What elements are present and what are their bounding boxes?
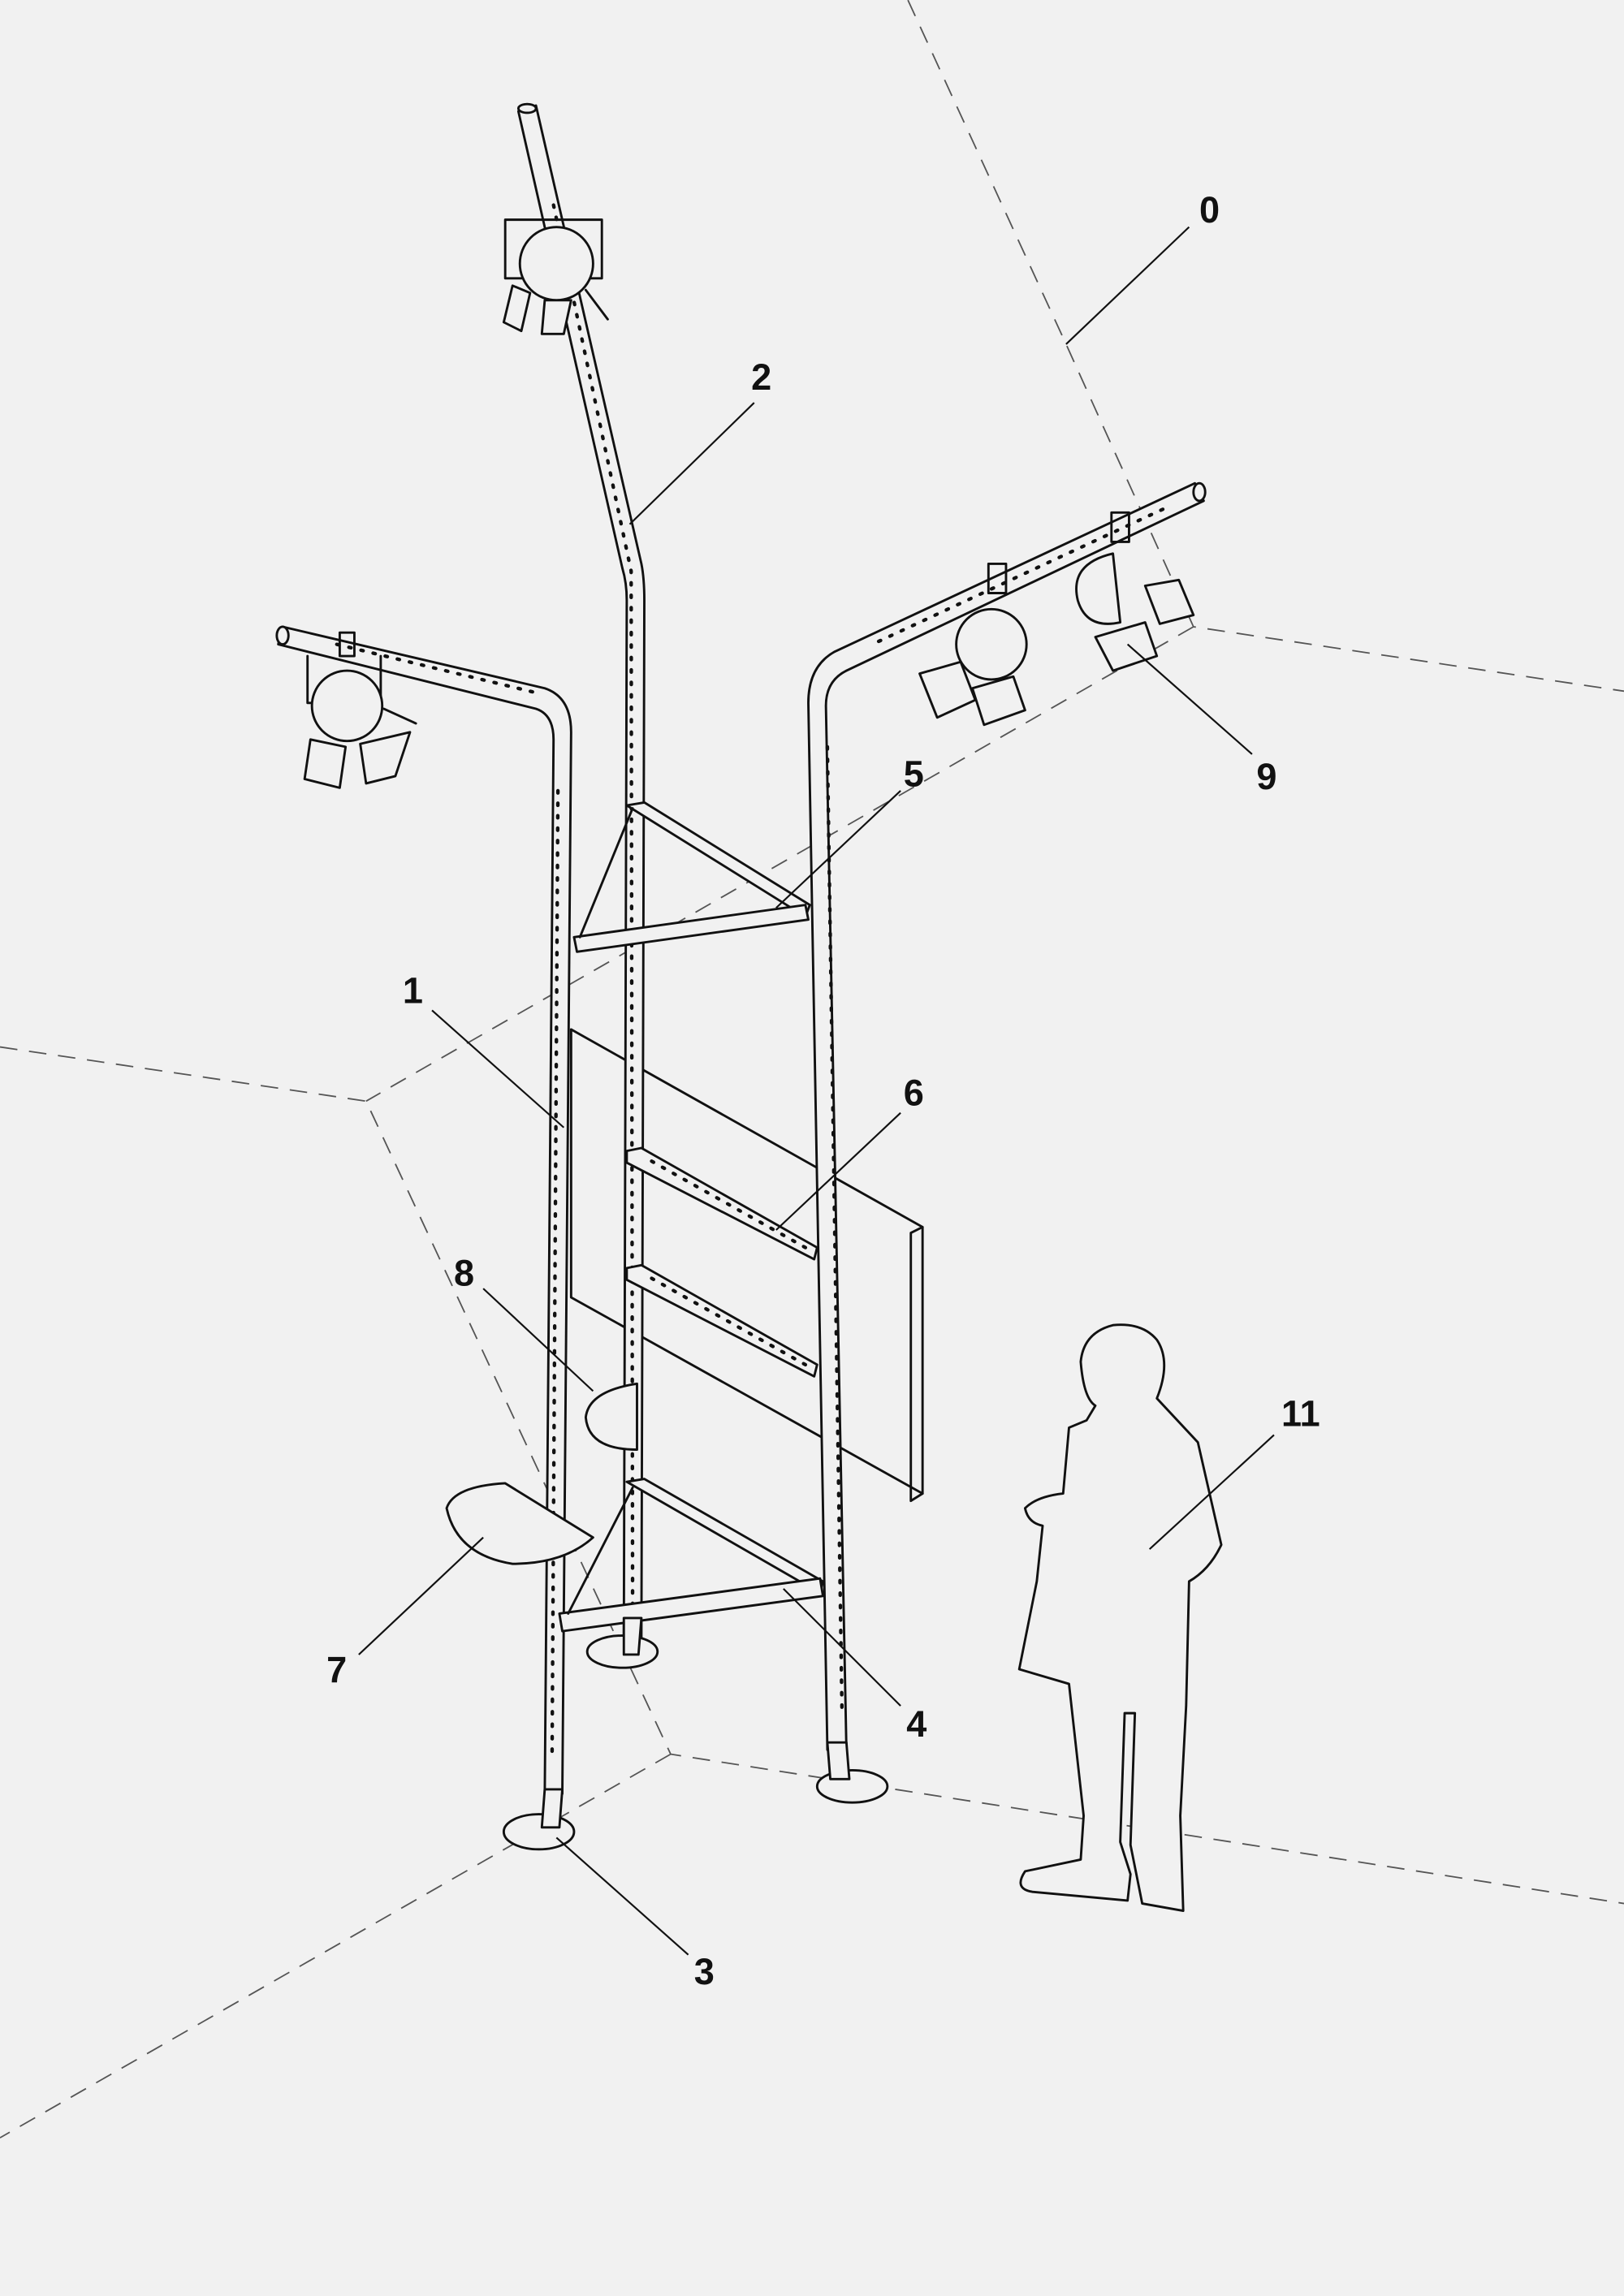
label-11: 11 [1281, 1393, 1320, 1435]
shelf-small [584, 1382, 638, 1451]
spotlight-top [502, 218, 609, 335]
rails [625, 1146, 818, 1378]
left-pole [275, 625, 572, 1795]
spotlight-right [1075, 511, 1195, 672]
floor-plates [502, 1616, 889, 1851]
label-5: 5 [904, 753, 924, 795]
label-1: 1 [403, 969, 423, 1011]
label-9: 9 [1256, 756, 1276, 797]
spotlight-mid [918, 562, 1028, 727]
leader-lines [358, 226, 1275, 1956]
spotlight-left [303, 631, 417, 789]
room-outline [0, 0, 1624, 2138]
shelf-large [445, 1482, 594, 1565]
label-0: 0 [1199, 189, 1220, 231]
human-figure [1017, 1323, 1223, 1913]
label-6: 6 [904, 1072, 924, 1114]
lower-brace [558, 1478, 824, 1633]
label-2: 2 [751, 356, 771, 398]
label-8: 8 [454, 1253, 474, 1294]
label-3: 3 [694, 1951, 715, 1992]
label-7: 7 [326, 1649, 347, 1690]
spotlights [303, 218, 1195, 789]
label-4: 4 [906, 1703, 926, 1745]
upper-brace [572, 801, 811, 953]
